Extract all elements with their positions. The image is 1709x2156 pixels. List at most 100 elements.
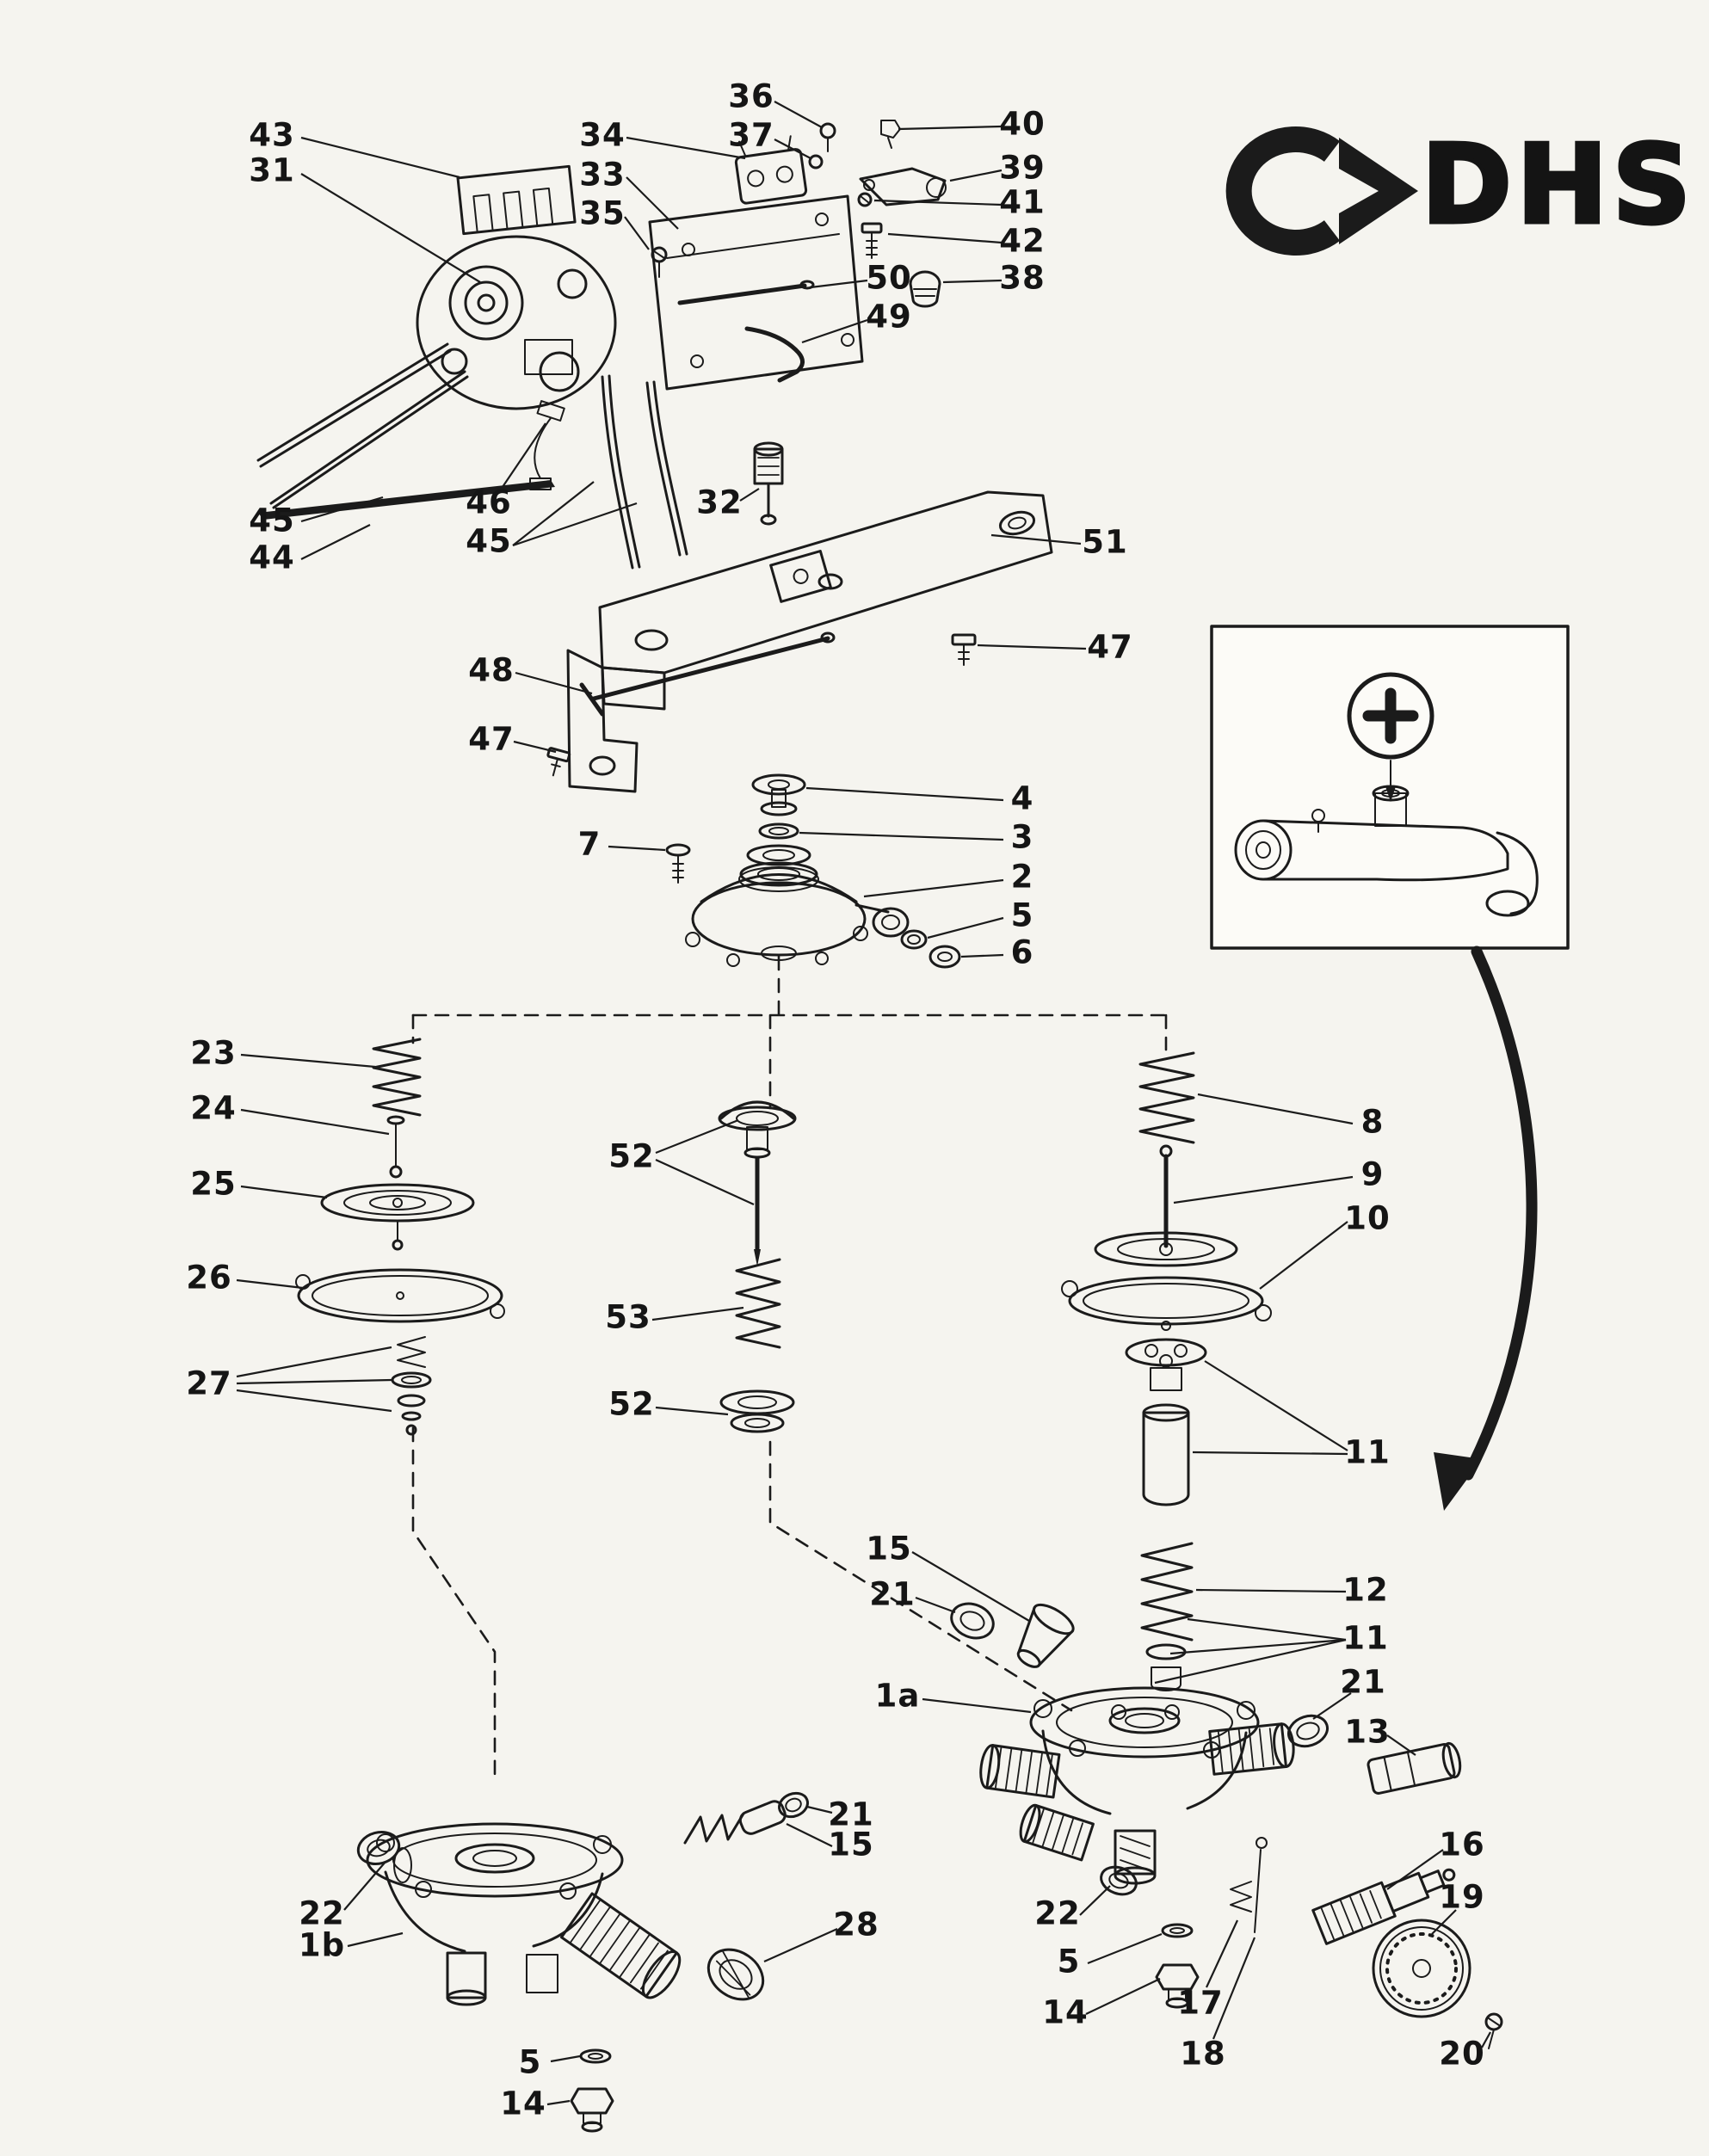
leader-line-36 <box>774 101 823 128</box>
leader-line-19 <box>1431 1909 1457 1935</box>
leader-line-22 <box>1079 1885 1111 1916</box>
part-label-26: 26 <box>186 1259 232 1297</box>
leader-line-14 <box>1085 1978 1161 2015</box>
leader-line-11 <box>1169 1638 1347 1655</box>
inset-pointer-arrow <box>1434 946 1538 1511</box>
double-arrow-logo-icon <box>1225 126 1418 256</box>
leader-line-21 <box>915 1596 956 1614</box>
part-label-24: 24 <box>190 1089 237 1127</box>
leader-line-26 <box>236 1278 304 1290</box>
leader-line-27 <box>236 1389 392 1413</box>
part-label-51: 51 <box>1082 523 1128 561</box>
leader-line-5 <box>927 916 1004 939</box>
left-column-parts <box>295 1038 505 1436</box>
part-label-21: 21 <box>869 1575 916 1613</box>
leader-line-15 <box>786 1823 833 1847</box>
part-label-15: 15 <box>828 1826 874 1863</box>
part-label-14: 14 <box>500 2085 546 2122</box>
leader-line-52 <box>655 1118 739 1155</box>
part-label-18: 18 <box>1180 2035 1226 2073</box>
leader-line-33 <box>626 176 679 230</box>
part-label-40: 40 <box>999 105 1046 143</box>
part-label-19: 19 <box>1439 1878 1485 1916</box>
part-label-8: 8 <box>1360 1103 1385 1141</box>
part-label-50: 50 <box>866 259 912 297</box>
leader-line-18 <box>1212 1937 1256 2040</box>
part-label-53: 53 <box>605 1298 651 1336</box>
detail-inset <box>1210 625 1570 950</box>
leader-line-51 <box>990 533 1082 545</box>
part-label-43: 43 <box>249 116 295 154</box>
leader-line-6 <box>960 953 1004 958</box>
leader-line-16 <box>1386 1849 1444 1890</box>
part-label-5: 5 <box>1010 896 1034 934</box>
leader-line-2 <box>863 878 1004 898</box>
leader-line-46 <box>502 422 546 488</box>
leader-line-4 <box>805 786 1004 802</box>
leader-line-32 <box>739 488 760 502</box>
part-label-39: 39 <box>999 149 1046 187</box>
part-label-47: 47 <box>468 720 515 758</box>
leader-line-10 <box>1259 1221 1348 1290</box>
part-label-37: 37 <box>728 116 774 154</box>
part-label-38: 38 <box>999 259 1046 297</box>
leader-line-11 <box>1187 1617 1347 1642</box>
part-label-36: 36 <box>728 77 774 115</box>
leader-line-45 <box>512 502 638 547</box>
leader-line-47 <box>977 644 1087 650</box>
part-label-45: 45 <box>466 522 512 560</box>
leader-line-27 <box>236 1346 392 1378</box>
part-label-2: 2 <box>1010 858 1034 896</box>
part-label-9: 9 <box>1360 1155 1385 1193</box>
leader-line-12 <box>1195 1588 1347 1593</box>
leader-line-45 <box>512 481 595 546</box>
leader-line-1a <box>922 1697 1032 1714</box>
part-label-16: 16 <box>1439 1826 1485 1863</box>
leader-line-35 <box>624 216 650 250</box>
leader-line-44 <box>300 524 371 560</box>
part-label-21: 21 <box>1340 1663 1386 1701</box>
valve-body-1a-assembly <box>979 1686 1503 2049</box>
leader-line-23 <box>240 1053 376 1069</box>
valve-body-1b-assembly <box>356 1791 809 2133</box>
part-label-6: 6 <box>1010 933 1034 971</box>
part-label-52: 52 <box>608 1385 655 1423</box>
part-label-35: 35 <box>579 194 626 232</box>
part-label-32: 32 <box>696 484 743 521</box>
leader-line-21 <box>806 1805 833 1814</box>
leader-line-45 <box>300 496 384 523</box>
part-label-20: 20 <box>1439 2035 1485 2073</box>
bracket-assembly <box>546 490 1053 793</box>
leader-line-25 <box>240 1185 328 1199</box>
leader-line-8 <box>1197 1093 1354 1125</box>
part-label-14: 14 <box>1042 1993 1089 2031</box>
leader-line-5 <box>550 2054 581 2063</box>
leader-line-43 <box>300 136 460 179</box>
leader-line-39 <box>949 169 1003 182</box>
center-column-parts <box>718 1100 797 1433</box>
leader-line-42 <box>887 232 1003 244</box>
leader-line-20 <box>1481 2031 1491 2048</box>
part-label-49: 49 <box>866 298 912 336</box>
leader-line-53 <box>651 1306 744 1321</box>
part-label-31: 31 <box>249 151 295 189</box>
part-label-12: 12 <box>1342 1571 1389 1609</box>
leader-line-38 <box>942 279 1003 284</box>
leader-line-50 <box>810 279 868 289</box>
part-label-46: 46 <box>466 484 512 521</box>
leader-line-13 <box>1386 1734 1416 1756</box>
part-label-25: 25 <box>190 1165 237 1203</box>
part-label-22: 22 <box>1034 1894 1081 1932</box>
part-label-7: 7 <box>577 825 602 863</box>
part-label-13: 13 <box>1344 1713 1391 1751</box>
part-label-11: 11 <box>1344 1433 1391 1471</box>
leader-line-47 <box>513 740 557 754</box>
leader-line-27 <box>236 1378 392 1385</box>
part-label-41: 41 <box>999 183 1046 221</box>
part-label-34: 34 <box>579 116 626 154</box>
leader-line-9 <box>1173 1175 1354 1204</box>
leader-line-11 <box>1204 1360 1348 1451</box>
part-label-45: 45 <box>249 502 295 539</box>
part-label-5: 5 <box>1057 1943 1081 1980</box>
